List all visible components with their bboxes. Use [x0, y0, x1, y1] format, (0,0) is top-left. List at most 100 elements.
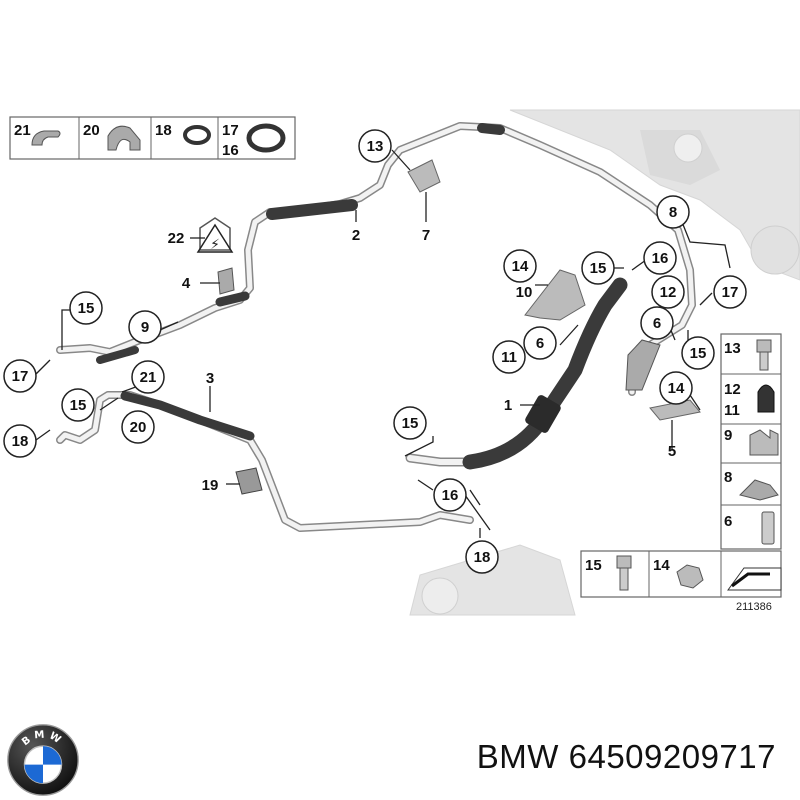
bmw-logo: BMW	[7, 724, 79, 796]
bracket-clip-icon	[749, 429, 779, 456]
legend-right: 13 12 11 9 8 6	[720, 333, 782, 550]
callout-16-top: 16	[643, 241, 677, 275]
hose-small-9	[96, 346, 139, 364]
svg-text:6: 6	[653, 315, 661, 332]
clip-icon	[31, 130, 61, 146]
legend-right-num-12: 12	[724, 381, 741, 398]
svg-text:14: 14	[668, 380, 685, 397]
bolt-icon	[756, 339, 772, 371]
callout-9: 9	[128, 310, 162, 344]
hose-1	[462, 277, 628, 470]
hose-upper	[266, 199, 358, 220]
callout-21: 21	[131, 360, 165, 394]
callout-20: 20	[121, 410, 155, 444]
sleeve-icon	[761, 511, 775, 545]
svg-text:9: 9	[141, 319, 149, 336]
callout-6-a: 6	[523, 326, 557, 360]
svg-text:13: 13	[367, 138, 384, 155]
legend-top-num-17: 17	[222, 122, 239, 139]
arrow-key-icon	[727, 567, 782, 591]
clamp-19	[235, 467, 263, 495]
callout-11: 11	[492, 340, 526, 374]
svg-text:17: 17	[722, 284, 739, 301]
svg-text:15: 15	[590, 260, 607, 277]
svg-text:20: 20	[130, 419, 147, 436]
legend-bottom: 15 14	[580, 550, 782, 598]
callout-15-c: 15	[69, 291, 103, 325]
plain-labels: 2 7 22 4 10 3 1 5 19	[168, 227, 677, 494]
svg-text:17: 17	[12, 368, 29, 385]
svg-text:15: 15	[78, 300, 95, 317]
legend-right-num-8: 8	[724, 469, 732, 486]
label-3: 3	[206, 370, 214, 387]
label-19: 19	[202, 477, 219, 494]
svg-text:14: 14	[512, 258, 529, 275]
part-number-caption: BMW 64509209717	[476, 738, 776, 775]
screw-icon	[616, 555, 632, 591]
callout-12: 12	[651, 275, 685, 309]
svg-text:18: 18	[12, 433, 29, 450]
legend-right-num-11: 11	[724, 402, 740, 419]
legend-top-num-21: 21	[14, 122, 31, 139]
callouts: 13 8 17 16 15 14 12 6 6 11 15 14 15 9 17…	[3, 129, 747, 574]
callout-15-e: 15	[393, 406, 427, 440]
callout-15-a: 15	[581, 251, 615, 285]
clamp-icon	[107, 125, 141, 151]
o-ring-icon	[183, 125, 211, 145]
clamp-22	[199, 217, 235, 295]
hose-3	[120, 391, 255, 441]
legend-bottom-num-14: 14	[653, 557, 670, 574]
svg-text:11: 11	[501, 349, 517, 366]
pipe-lower	[56, 391, 474, 532]
svg-text:8: 8	[669, 204, 677, 221]
svg-text:12: 12	[660, 284, 677, 301]
legend-right-num-13: 13	[724, 340, 741, 357]
legend-top-num-20: 20	[83, 122, 100, 139]
diagram-number: 211386	[736, 601, 772, 613]
holder-icon	[739, 479, 779, 501]
label-10: 10	[516, 284, 533, 301]
svg-text:⚡: ⚡	[210, 237, 220, 253]
svg-text:18: 18	[474, 549, 491, 566]
svg-text:15: 15	[70, 397, 87, 414]
callout-18-bottom: 18	[465, 540, 499, 574]
callout-13: 13	[358, 129, 392, 163]
callout-15-b: 15	[681, 336, 715, 370]
legend-bottom-num-15: 15	[585, 557, 602, 574]
callout-18-left: 18	[3, 424, 37, 458]
svg-text:15: 15	[690, 345, 707, 362]
label-5: 5	[668, 443, 676, 460]
label-2: 2	[352, 227, 360, 244]
callout-14-b: 14	[659, 371, 693, 405]
svg-text:16: 16	[652, 250, 669, 267]
callout-8: 8	[656, 195, 690, 229]
label-1: 1	[504, 397, 512, 414]
svg-text:15: 15	[402, 415, 419, 432]
cap-icon	[757, 384, 775, 413]
legend-top-num-16: 16	[222, 142, 239, 159]
pipe-upper	[56, 122, 696, 396]
compressor-shape	[409, 544, 576, 616]
svg-text:6: 6	[536, 335, 544, 352]
label-4: 4	[182, 275, 191, 292]
legend-top-num-18: 18	[155, 122, 172, 139]
callout-6-b: 6	[640, 306, 674, 340]
bracket-10	[524, 269, 586, 321]
callout-15-d: 15	[61, 388, 95, 422]
callout-17-left: 17	[3, 359, 37, 393]
fitting-6	[625, 339, 661, 391]
engine-block-shape	[509, 109, 800, 281]
callout-16-bottom: 16	[433, 478, 467, 512]
warning-triangle-icon: ⚡	[196, 223, 234, 253]
svg-text:21: 21	[140, 369, 157, 386]
legend-top: 21 20 18 17 16	[9, 116, 296, 160]
pipe-suction	[405, 277, 628, 470]
label-7: 7	[422, 227, 430, 244]
legend-right-num-6: 6	[724, 513, 732, 530]
callout-14-a: 14	[503, 249, 537, 283]
label-22: 22	[168, 230, 185, 247]
seal-ring-icon	[246, 123, 286, 153]
callout-17-right: 17	[713, 275, 747, 309]
hex-nut-icon	[676, 564, 704, 589]
